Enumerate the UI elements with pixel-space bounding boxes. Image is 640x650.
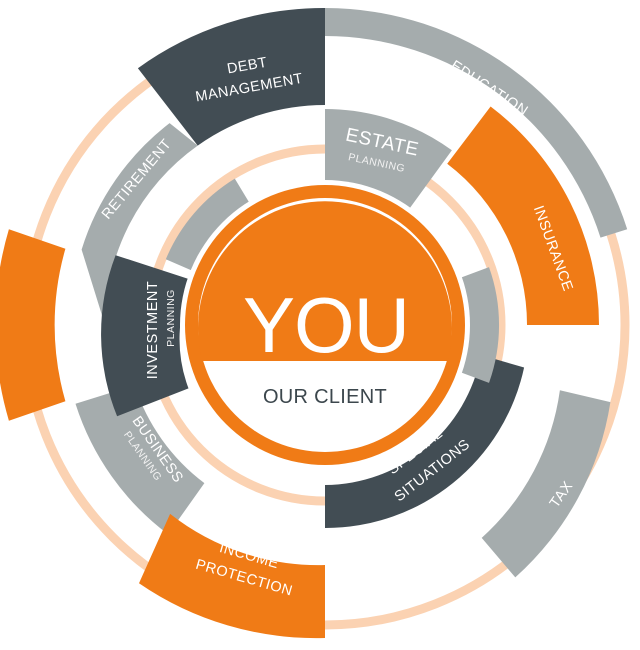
label-investment-sub: PLANNING [165, 289, 177, 347]
segment-investment-planning[interactable] [101, 255, 193, 417]
center-subtitle: OUR CLIENT [263, 386, 387, 408]
segment-special-situations[interactable] [325, 355, 525, 529]
segment-insurance[interactable] [447, 106, 600, 326]
segment-income-protection[interactable] [139, 513, 325, 639]
label-investment: INVESTMENT [145, 281, 161, 379]
segment-left-orange[interactable] [0, 229, 66, 421]
segment-education[interactable] [325, 7, 628, 238]
center-title: YOU [243, 281, 409, 369]
label-debt-line1: DEBT [226, 55, 269, 78]
inner-gray-arc-right [460, 267, 500, 383]
segment-debt-management[interactable] [137, 7, 325, 146]
inner-gray-arc-upper-left [165, 178, 251, 272]
center-orange-cap [198, 201, 453, 361]
segment-tax[interactable] [481, 390, 611, 578]
segment-business-planning[interactable] [75, 385, 205, 535]
